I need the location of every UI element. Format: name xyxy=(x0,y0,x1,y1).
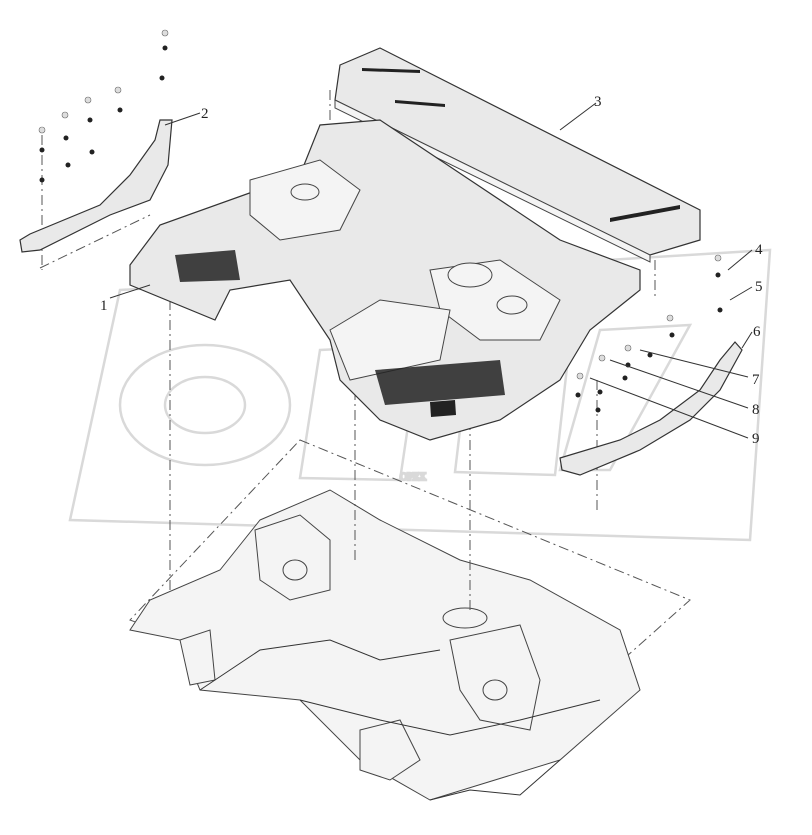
fasteners-left xyxy=(38,29,169,183)
callout-7: 7 xyxy=(752,372,760,388)
callout-8: 8 xyxy=(752,402,760,418)
callout-5: 5 xyxy=(755,279,763,295)
callout-9: 9 xyxy=(752,431,760,447)
watermark-text: OPEX xyxy=(400,472,427,483)
floor-covering-front xyxy=(129,119,641,441)
callout-3: 3 xyxy=(594,94,602,110)
callout-4: 4 xyxy=(755,242,763,258)
callout-2: 2 xyxy=(201,106,209,122)
side-trim-right xyxy=(559,341,743,476)
callout-1: 1 xyxy=(100,298,108,314)
leader-lines xyxy=(109,102,753,439)
callout-6: 6 xyxy=(753,324,761,340)
side-trim-left xyxy=(19,119,173,269)
rear-floor-mat xyxy=(334,47,701,263)
fasteners-right xyxy=(575,254,723,413)
callout-labels: 2 3 1 4 5 6 7 8 9 xyxy=(100,94,763,447)
vehicle-floor-body xyxy=(129,439,691,801)
